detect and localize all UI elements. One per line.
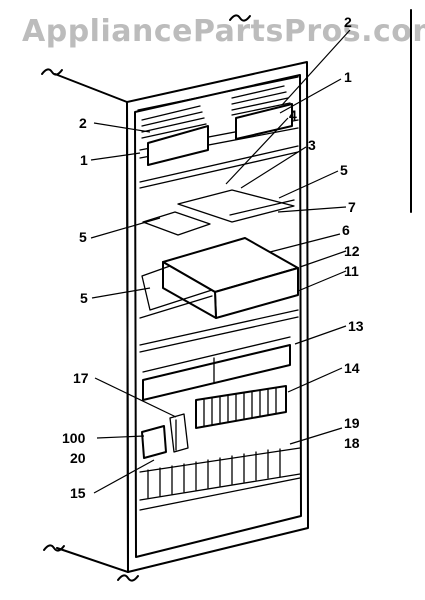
watermark: AppliancePartsPros.com xyxy=(22,14,425,49)
callout-3: 3 xyxy=(308,137,316,153)
callout-4: 4 xyxy=(289,107,297,123)
callout-11: 11 xyxy=(344,263,359,279)
break-mark-bottom xyxy=(117,574,139,582)
callout-5-right: 5 xyxy=(340,162,348,178)
part-17 xyxy=(169,413,189,453)
callout-labels: 2 1 2 1 4 3 5 7 5 6 12 11 5 13 17 14 100… xyxy=(62,14,364,501)
callout-1-left: 1 xyxy=(80,152,88,168)
shelf-lower-left xyxy=(141,265,213,311)
door-side-panel xyxy=(54,73,129,573)
door-frame xyxy=(126,61,309,573)
part-100 xyxy=(141,425,167,459)
callout-5-mid: 5 xyxy=(79,229,87,245)
callout-6: 6 xyxy=(342,222,350,238)
break-mark-top xyxy=(229,14,251,22)
callout-2-top: 2 xyxy=(344,14,352,30)
break-mark-top-left xyxy=(41,68,63,76)
large-storage-bin xyxy=(162,237,299,319)
shelf-bin-right-rail xyxy=(229,199,295,216)
shelf-lower-rail xyxy=(139,295,213,319)
shelf-1-lip xyxy=(139,151,299,189)
callout-12: 12 xyxy=(344,243,360,259)
callout-5-low: 5 xyxy=(80,290,88,306)
dairy-door-right xyxy=(231,85,293,140)
callout-1-top: 1 xyxy=(344,69,352,85)
callout-7: 7 xyxy=(348,199,356,215)
callout-17: 17 xyxy=(73,370,89,386)
callout-20: 20 xyxy=(70,450,86,466)
dairy-door-left xyxy=(141,105,209,166)
shelf-bin-right xyxy=(177,189,295,223)
rack-14 xyxy=(195,385,287,429)
leader-lines xyxy=(90,29,351,494)
callout-2-left: 2 xyxy=(79,115,87,131)
break-mark-bottom-left xyxy=(43,544,65,552)
callout-15: 15 xyxy=(70,485,86,501)
bottom-rack xyxy=(139,447,301,501)
bottom-shelf-edge xyxy=(139,477,301,511)
middle-divider-lip xyxy=(139,316,299,353)
callout-19: 19 xyxy=(344,415,360,431)
callout-100: 100 xyxy=(62,430,86,446)
shelf-bin-left xyxy=(142,211,211,236)
rack-13 xyxy=(142,336,291,401)
callout-13: 13 xyxy=(348,318,364,334)
middle-divider xyxy=(139,309,299,346)
callout-14: 14 xyxy=(344,360,360,376)
dairy-compartment-top xyxy=(137,76,299,111)
callout-18: 18 xyxy=(344,435,360,451)
shelf-1-edge xyxy=(139,145,299,183)
